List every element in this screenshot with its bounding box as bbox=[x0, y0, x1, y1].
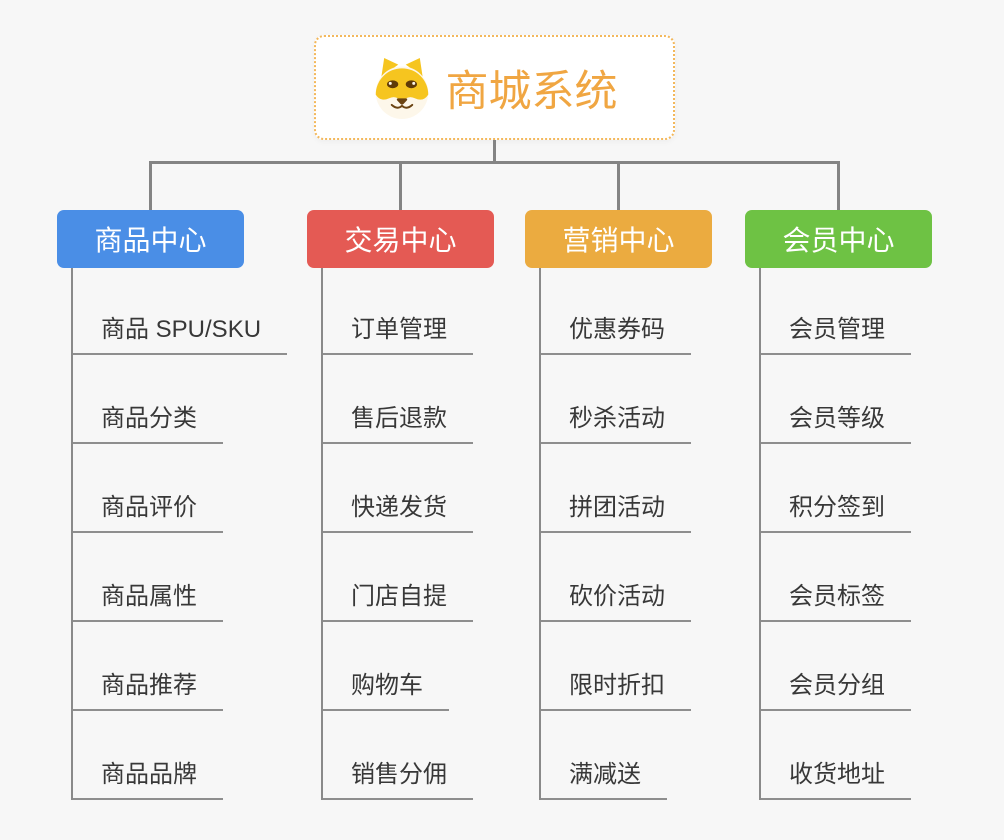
child-topic[interactable]: 拼团活动 bbox=[539, 444, 712, 533]
child-topic[interactable]: 商品推荐 bbox=[71, 622, 244, 711]
root-title: 商城系统 bbox=[445, 67, 618, 116]
child-topic[interactable]: 会员等级 bbox=[759, 355, 932, 444]
child-topic[interactable]: 售后退款 bbox=[321, 355, 494, 444]
connector-stub-trade bbox=[399, 161, 402, 211]
root-node[interactable]: 商城系统 bbox=[314, 35, 675, 140]
branch-marketing-center: 营销中心 优惠券码 秒杀活动 拼团活动 砍价活动 限时折扣 满减送 bbox=[525, 210, 712, 800]
child-topic[interactable]: 秒杀活动 bbox=[539, 355, 712, 444]
dog-eye-right bbox=[405, 79, 417, 88]
branch-member-center: 会员中心 会员管理 会员等级 积分签到 会员标签 会员分组 收货地址 bbox=[745, 210, 932, 800]
child-topic[interactable]: 限时折扣 bbox=[539, 622, 712, 711]
child-topic[interactable]: 购物车 bbox=[321, 622, 494, 711]
connector-root-vertical bbox=[493, 140, 496, 163]
branch-trunk-line bbox=[71, 268, 73, 800]
dog-mouth bbox=[390, 103, 413, 109]
branch-node-trade[interactable]: 交易中心 bbox=[307, 210, 494, 268]
branch-children-marketing: 优惠券码 秒杀活动 拼团活动 砍价活动 限时折扣 满减送 bbox=[525, 268, 712, 800]
child-topic[interactable]: 会员管理 bbox=[759, 268, 932, 355]
branch-trade-center: 交易中心 订单管理 售后退款 快递发货 门店自提 购物车 销售分佣 bbox=[307, 210, 494, 800]
child-topic[interactable]: 砍价活动 bbox=[539, 533, 712, 622]
branch-children-member: 会员管理 会员等级 积分签到 会员标签 会员分组 收货地址 bbox=[745, 268, 932, 800]
child-topic[interactable]: 快递发货 bbox=[321, 444, 494, 533]
branch-node-product[interactable]: 商品中心 bbox=[57, 210, 244, 268]
child-topic[interactable]: 积分签到 bbox=[759, 444, 932, 533]
child-topic[interactable]: 订单管理 bbox=[321, 268, 494, 355]
branch-trunk-line bbox=[759, 268, 761, 800]
child-topic[interactable]: 商品评价 bbox=[71, 444, 244, 533]
child-topic[interactable]: 优惠券码 bbox=[539, 268, 712, 355]
dog-ear-left bbox=[380, 57, 398, 77]
child-topic[interactable]: 商品属性 bbox=[71, 533, 244, 622]
child-topic[interactable]: 商品品牌 bbox=[71, 711, 244, 800]
branch-node-marketing[interactable]: 营销中心 bbox=[525, 210, 712, 268]
connector-stub-marketing bbox=[617, 161, 620, 211]
child-topic[interactable]: 门店自提 bbox=[321, 533, 494, 622]
connector-horizontal-bar bbox=[149, 161, 840, 164]
connector-stub-member bbox=[837, 161, 840, 211]
dog-eye-left bbox=[386, 79, 398, 88]
child-topic[interactable]: 会员标签 bbox=[759, 533, 932, 622]
child-topic[interactable]: 满减送 bbox=[539, 711, 712, 800]
branch-trunk-line bbox=[539, 268, 541, 800]
child-topic[interactable]: 销售分佣 bbox=[321, 711, 494, 800]
branch-children-trade: 订单管理 售后退款 快递发货 门店自提 购物车 销售分佣 bbox=[307, 268, 494, 800]
child-topic[interactable]: 会员分组 bbox=[759, 622, 932, 711]
dog-nose bbox=[396, 97, 407, 105]
dog-face-icon bbox=[372, 55, 432, 121]
branch-children-product: 商品 SPU/SKU 商品分类 商品评价 商品属性 商品推荐 商品品牌 bbox=[57, 268, 288, 800]
child-topic[interactable]: 收货地址 bbox=[759, 711, 932, 800]
child-topic[interactable]: 商品分类 bbox=[71, 355, 244, 444]
connector-stub-product bbox=[149, 161, 152, 211]
branch-trunk-line bbox=[321, 268, 323, 800]
branch-product-center: 商品中心 商品 SPU/SKU 商品分类 商品评价 商品属性 商品推荐 商品品牌 bbox=[57, 210, 288, 800]
child-topic[interactable]: 商品 SPU/SKU bbox=[71, 268, 288, 355]
branch-node-member[interactable]: 会员中心 bbox=[745, 210, 932, 268]
dog-ear-right bbox=[405, 57, 423, 77]
